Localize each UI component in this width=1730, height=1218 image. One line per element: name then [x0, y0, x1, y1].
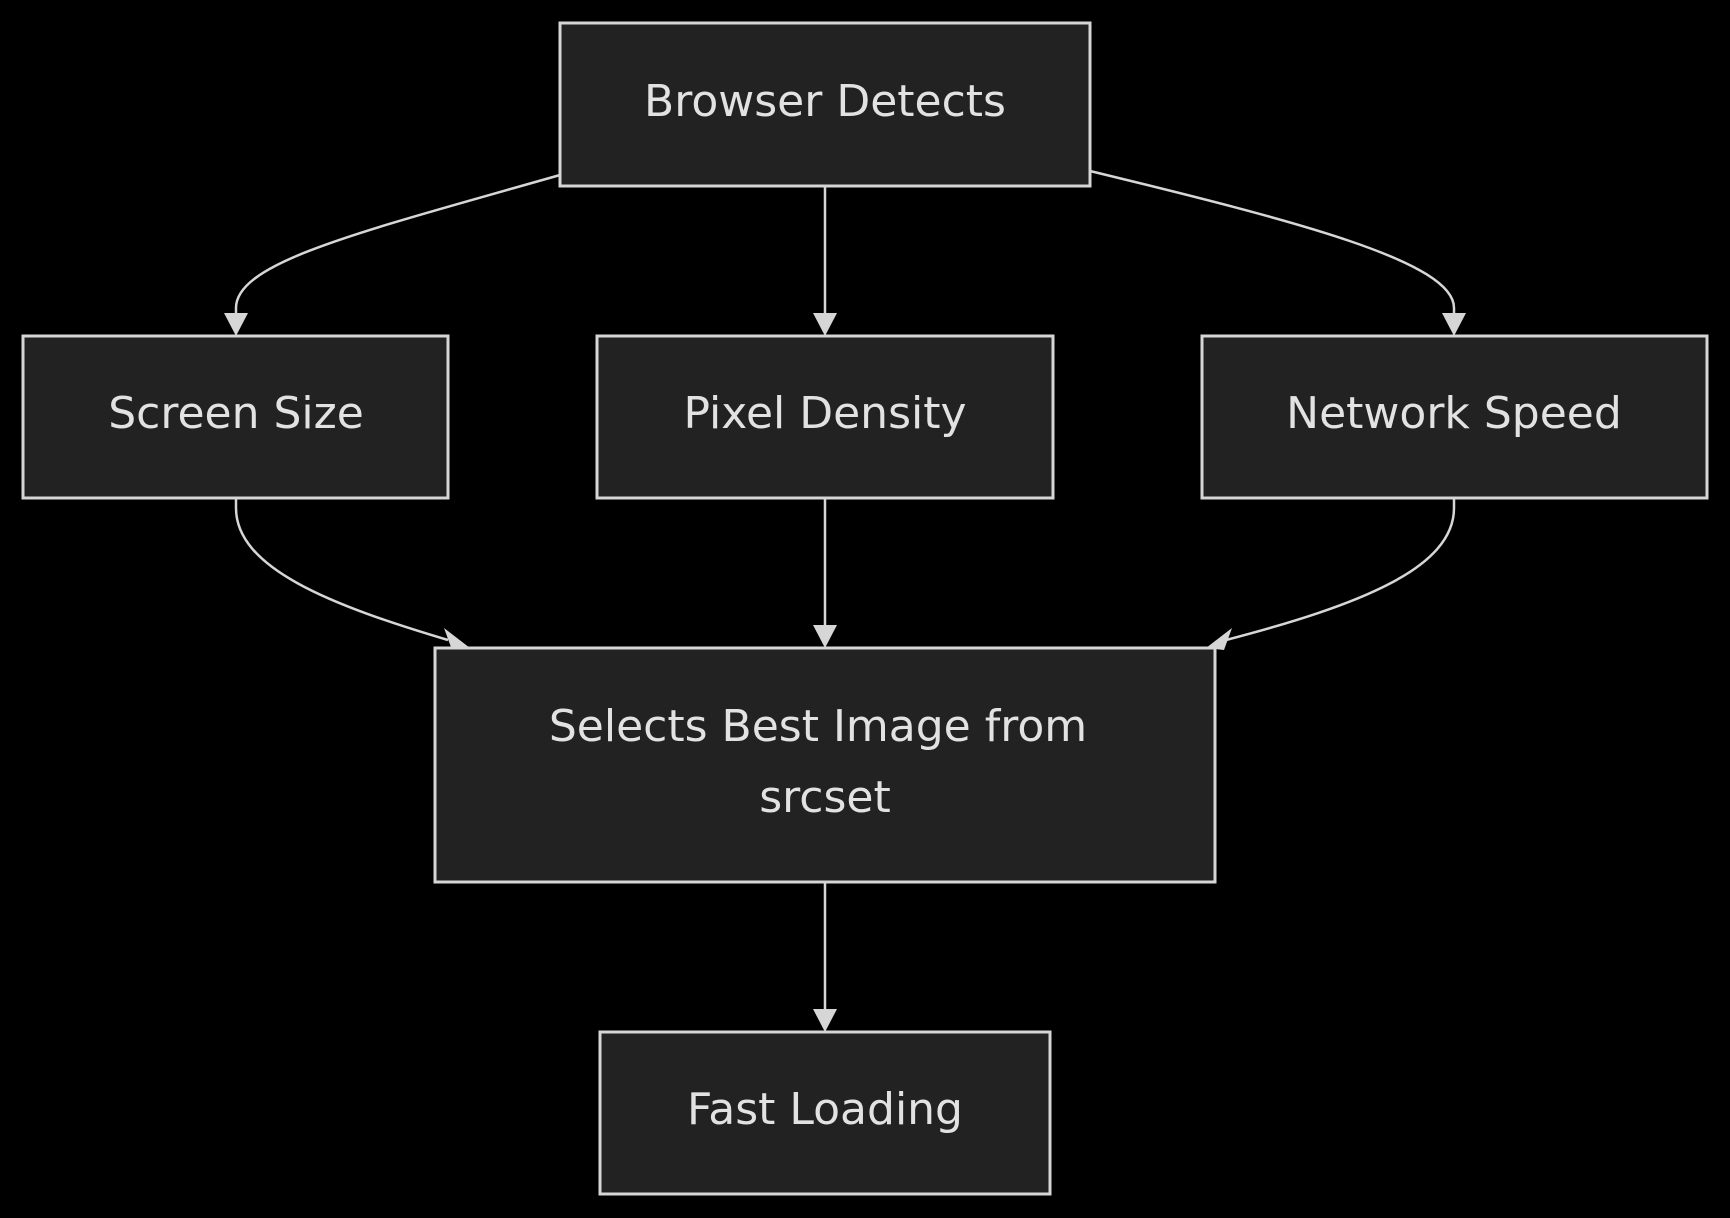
- node-label: Network Speed: [1286, 388, 1622, 439]
- edge-network-speed-to-selects: [1225, 498, 1456, 642]
- arrow-head: [813, 313, 837, 336]
- node-box: [21, 334, 450, 500]
- node-label: Pixel Density: [683, 388, 966, 439]
- node-box: [433, 646, 1217, 884]
- node-selects-best-image: Selects Best Image from srcset: [433, 646, 1217, 884]
- edge-screen-size-to-selects: [234, 498, 449, 642]
- edge-browser-to-screen-size: [234, 173, 561, 318]
- node-box: [1200, 334, 1709, 500]
- edge-browser-to-network-speed: [1089, 169, 1456, 318]
- node-box: [598, 1030, 1052, 1196]
- node-browser-detects: Browser Detects: [558, 21, 1092, 188]
- node-label-line-2: srcset: [759, 772, 890, 823]
- edges: [224, 169, 1466, 1032]
- arrow-head: [1206, 628, 1232, 650]
- node-box: [558, 21, 1092, 188]
- arrow-head: [813, 1009, 837, 1032]
- node-label: Screen Size: [108, 388, 364, 439]
- arrow-head: [813, 625, 837, 648]
- node-label-line-1: Selects Best Image from: [549, 701, 1087, 752]
- node-pixel-density: Pixel Density: [595, 334, 1055, 500]
- node-box: [595, 334, 1055, 500]
- node-screen-size: Screen Size: [21, 334, 450, 500]
- node-label: Browser Detects: [644, 76, 1006, 127]
- arrow-head: [224, 313, 248, 336]
- node-network-speed: Network Speed: [1200, 334, 1709, 500]
- arrow-head: [1442, 313, 1466, 336]
- node-label: Fast Loading: [687, 1084, 963, 1135]
- arrow-head: [444, 628, 470, 650]
- node-fast-loading: Fast Loading: [598, 1030, 1052, 1196]
